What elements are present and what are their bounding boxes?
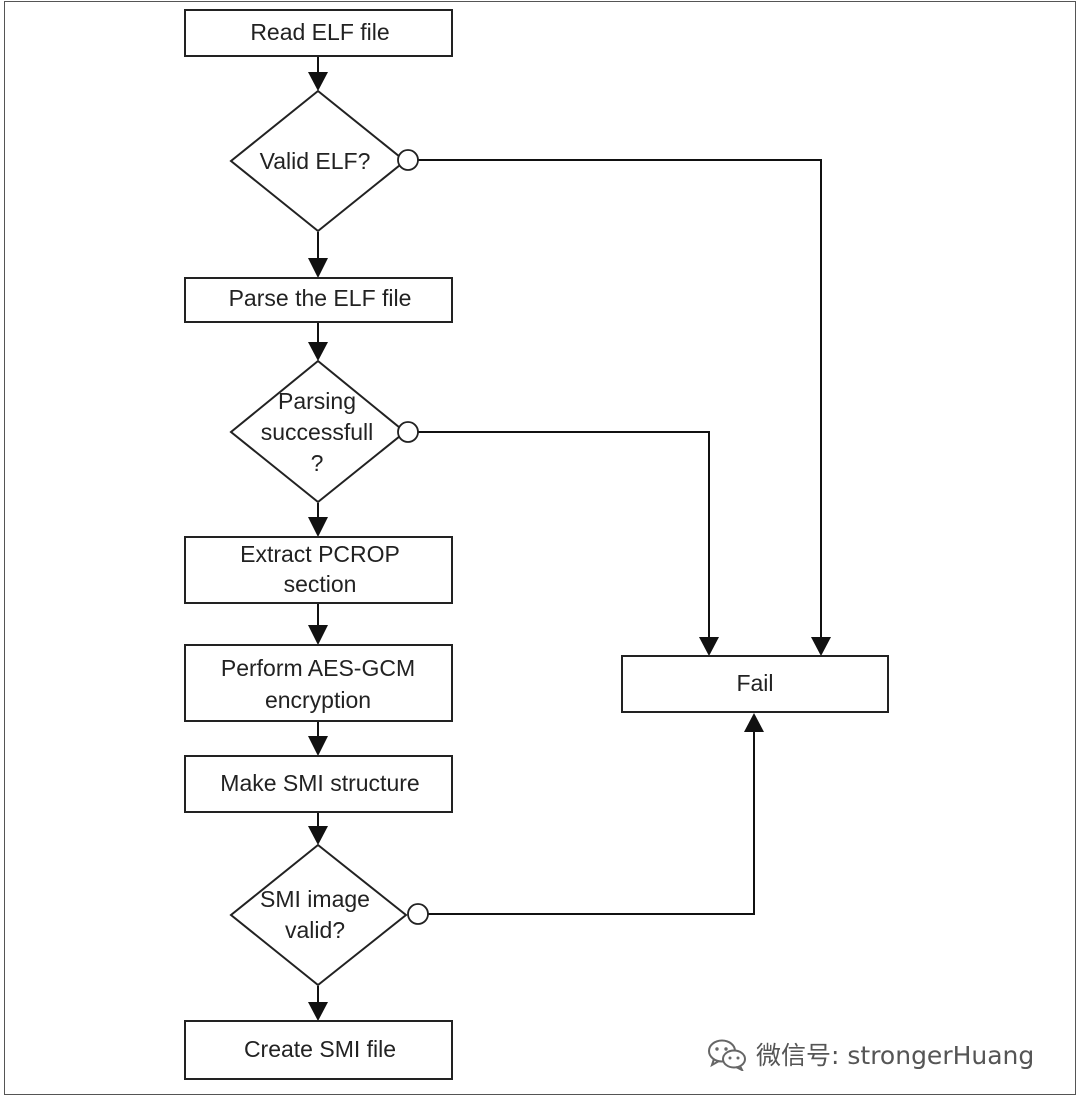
arrowhead-smivalid xyxy=(308,826,328,845)
arrowhead-valid xyxy=(308,72,328,91)
node-create-smi-label: Create SMI file xyxy=(244,1036,396,1062)
node-aes-gcm: Perform AES-GCM encryption xyxy=(184,644,453,722)
node-make-smi-label: Make SMI structure xyxy=(220,770,419,796)
decision-parsing-ok-label-1: Parsing xyxy=(278,388,356,414)
arrowhead-create xyxy=(308,1002,328,1021)
decision-parsing-ok-label-3: ? xyxy=(311,450,324,476)
watermark-text: 微信号: strongerHuang xyxy=(756,1041,1035,1070)
arrowhead-aes xyxy=(308,625,328,645)
watermark: 微信号: strongerHuang xyxy=(706,1034,1034,1074)
node-extract-pcrop-label-1: Extract PCROP xyxy=(240,541,400,567)
node-fail-label: Fail xyxy=(736,670,773,696)
arrowhead-extract xyxy=(308,517,328,537)
arrowhead-parse xyxy=(308,258,328,278)
wechat-icon xyxy=(708,1039,746,1071)
node-fail: Fail xyxy=(621,655,889,713)
arrowhead-fail-from-valid xyxy=(811,637,831,656)
arrowheads xyxy=(308,72,831,1021)
arrowhead-fail-from-parsing xyxy=(699,637,719,656)
decision-valid-elf: Valid ELF? xyxy=(229,89,419,233)
edge-parsing-no-to-fail xyxy=(418,431,710,642)
node-make-smi: Make SMI structure xyxy=(184,755,453,813)
decision-smi-valid: SMI image valid? xyxy=(229,843,429,987)
decision-valid-elf-no-port xyxy=(397,149,419,171)
decision-smi-valid-label-1: SMI image xyxy=(260,886,370,912)
node-extract-pcrop-label-2: section xyxy=(284,571,357,597)
edges xyxy=(317,57,822,1010)
edge-smivalid-no-to-fail xyxy=(428,726,755,915)
arrowhead-make xyxy=(308,736,328,756)
diagram-frame xyxy=(4,1,1076,1095)
edge-valid-no-to-fail xyxy=(418,159,822,642)
node-read-elf: Read ELF file xyxy=(184,9,453,57)
decision-valid-elf-label: Valid ELF? xyxy=(260,148,371,174)
node-aes-gcm-label-2: encryption xyxy=(265,687,371,713)
node-parse-elf-label: Parse the ELF file xyxy=(229,285,412,311)
decision-parsing-ok: Parsing successfull ? xyxy=(229,359,419,504)
node-read-elf-label: Read ELF file xyxy=(250,19,389,45)
node-create-smi: Create SMI file xyxy=(184,1020,453,1080)
node-extract-pcrop: Extract PCROP section xyxy=(184,536,453,604)
decision-parsing-ok-no-port xyxy=(397,421,419,443)
node-aes-gcm-label-1: Perform AES-GCM xyxy=(221,655,415,681)
arrowhead-fail-from-smivalid xyxy=(744,713,764,732)
decision-parsing-ok-label-2: successfull xyxy=(261,419,373,445)
arrowhead-parsing xyxy=(308,342,328,361)
decision-smi-valid-label-2: valid? xyxy=(285,917,345,943)
node-parse-elf: Parse the ELF file xyxy=(184,277,453,323)
decision-smi-valid-no-port xyxy=(407,903,429,925)
